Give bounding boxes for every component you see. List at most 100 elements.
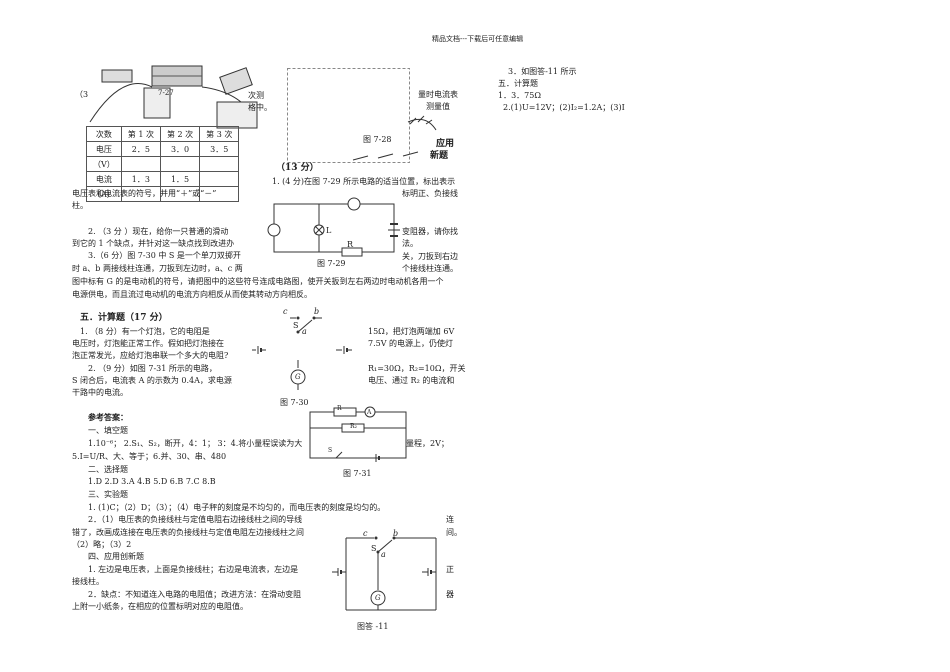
para-l5-tail: 关，刀扳到右边 <box>402 252 458 261</box>
table-cell <box>199 156 240 172</box>
answers-a5: 2．（1）电压表的负接线柱与定值电阻右边接线柱之间的导线 <box>88 515 303 524</box>
q3-prefix: （3 <box>75 90 89 99</box>
para-l5: 3.（6 分）图 7-30 中 S 是一个单刀双掷开 <box>88 251 241 260</box>
calc-1b-tail: 7.5V 的电源上，仍使灯 <box>368 339 454 348</box>
answers-a6: 错了，改画成连接在电压表的负接线柱与定值电阻左边接线柱之间 <box>72 528 304 537</box>
para-l3: 2. （3 分 ）现在，给你一只普通的滑动 <box>88 227 229 236</box>
answers-a9: 接线柱。 <box>72 577 104 586</box>
calc-2a: 2. （9 分）如图 7-31 所示的电路， <box>88 364 217 373</box>
table-cell <box>159 156 201 172</box>
table-row: （V） <box>86 156 240 172</box>
calc-title: 五．计算题（17 分） <box>80 313 168 323</box>
calc-2c: 干路中的电流。 <box>72 388 128 397</box>
para-l8: 电源供电，而且流过电动机的电流方向相反从而使其转动方向相反。 <box>72 290 312 299</box>
fig731-label-R: R <box>337 405 342 412</box>
table-header-cell: 次数 <box>86 126 122 142</box>
figure-7-29-caption: 图 7-29 <box>317 259 346 268</box>
figure-7-27-caption: 7-27 <box>158 89 174 97</box>
ans11-label-S: S <box>371 544 377 553</box>
calc-1c: 泡正常发光，应给灯泡串联一个多大的电阻? <box>72 351 229 360</box>
table-row: 电流 1．3 1．5 <box>86 171 240 187</box>
answers-s1: 一、填空题 <box>88 426 128 435</box>
table-row: 电压 2．5 3．0 3．5 <box>86 141 240 157</box>
answer-figure-11-circuit <box>332 536 437 611</box>
ans11-label-b: b <box>393 529 399 538</box>
para-l4-tail: 法。 <box>402 239 418 248</box>
answers-a11: 上附一小纸条，在相应的位置标明对应的电阻值。 <box>72 602 248 611</box>
ans11-label-c: c <box>363 529 368 538</box>
side-text-1: 量时电流表 <box>418 90 458 99</box>
answers-a10: 2．缺点：不知道连入电路的电阻值；改进方法：在滑动变阻 <box>88 590 302 599</box>
answers-a1-tail: 量程，2V； <box>406 439 449 448</box>
q1-line1-tail: 标明正、负接线 <box>402 189 458 198</box>
score-13: （13 分） <box>276 163 319 173</box>
data-table: 次数 第 1 次 第 2 次 第 3 次 电压 2．5 3．0 3．5 （V） … <box>86 126 240 202</box>
figure-7-30-circuit <box>252 316 352 390</box>
right-r4: 2.(1)U=12V；(2)I₂=1.2A；(3)I <box>503 103 625 112</box>
ans11-label-a: a <box>381 550 386 559</box>
table-header-cell: 第 1 次 <box>120 126 161 142</box>
calc-1b: 电压时，灯泡能正常工作。假如把灯泡接在 <box>72 339 224 348</box>
para-l7: 图中标有 G 的是电动机的符号，请把图中的这些符号连成电路图，使开关扳到左右两边… <box>72 277 444 286</box>
q1-line1: 1. (4 分)在图 7-29 所示电路的适当位置，标出表示 <box>272 177 456 186</box>
table-cell <box>120 156 161 172</box>
ans11-label-G: G <box>375 594 381 602</box>
figure-7-30-caption: 图 7-30 <box>280 398 309 407</box>
answer-figure-11-caption: 图答 -11 <box>357 622 389 631</box>
frag-right-1: 次测 <box>248 91 264 100</box>
answers-a3: 1.D 2.D 3.A 4.B 5.D 6.B 7.C 8.B <box>88 477 216 486</box>
answers-a5-tail: 连 <box>446 515 454 524</box>
table-header-cell: 第 3 次 <box>199 126 240 142</box>
table-row: （A） <box>86 186 240 202</box>
label-R: R <box>347 240 354 249</box>
figure-7-31-caption: 图 7-31 <box>343 469 372 478</box>
para-l6: 时 a、b 两接线柱连通，刀扳到左边时，a、c 两 <box>72 264 243 273</box>
answers-a4: 1. (1)C；（2）D；（3）；（4）电子秤的刻度是不均匀的，而电压表的刻度是… <box>88 503 386 512</box>
side-text-2: 测量值 <box>426 102 450 111</box>
table-cell: 电流 <box>86 171 122 187</box>
fig731-label-S: S <box>328 447 333 454</box>
fig731-label-R2: R₂ <box>350 423 357 430</box>
answers-a8: 1. 左边是电压表，上面是负接线柱；右边是电流表，左边是 <box>88 565 299 574</box>
label-L: L <box>326 226 332 235</box>
calc-1a: 1. （8 分）有一个灯泡，它的电阻是 <box>80 327 210 336</box>
right-r2: 五．计算题 <box>498 79 538 88</box>
table-cell: 2．5 <box>120 141 161 157</box>
fig730-label-c: c <box>283 307 288 316</box>
answers-a8-tail: 正 <box>446 565 454 574</box>
figure-7-28-caption: 图 7-28 <box>363 135 392 144</box>
para-l3-tail: 变阻器，请你找 <box>402 227 458 236</box>
para-l1: 电压表和电流表的符号，并用“＋”或“－” <box>72 189 217 198</box>
answers-a7: （2）略；（3）2 <box>72 540 132 549</box>
table-cell: 3．5 <box>199 141 240 157</box>
calc-2b-tail: 电压、通过 R₂ 的电流和 <box>368 376 455 385</box>
para-l6-tail: 个接线柱连通。 <box>402 264 458 273</box>
answers-a1: 1.10⁻⁶； 2.S₁、S₂，断开，4：1； 3：4.将小量程误读为大 <box>88 439 303 448</box>
answers-a2: 5.I=U/R、大、等于；6.并、30、串、480 <box>72 452 227 461</box>
apply-title-1: 应用 <box>436 139 455 149</box>
meter-sketch <box>352 115 437 161</box>
apply-title-2: 新题 <box>430 151 449 161</box>
table-cell: 3．0 <box>159 141 201 157</box>
calc-2a-tail: R₁=30Ω，R₂=10Ω，开关 <box>368 364 466 373</box>
table-cell: 1．3 <box>120 171 161 187</box>
table-cell: （V） <box>86 156 122 172</box>
figure-7-31-circuit <box>309 406 407 462</box>
table-header-row: 次数 第 1 次 第 2 次 第 3 次 <box>86 126 240 142</box>
table-cell <box>199 186 240 202</box>
right-r1: 3．如图答-11 所示 <box>508 67 577 76</box>
calc-1a-tail: 15Ω，把灯泡两端加 6V <box>368 327 455 336</box>
figure-7-27-apparatus <box>89 65 258 129</box>
answers-s2: 二、选择题 <box>88 465 128 474</box>
figure-7-28-box <box>287 68 410 163</box>
answers-a6-tail: 间。 <box>446 528 462 537</box>
fig730-label-a: a <box>302 327 307 336</box>
para-l4: 到它的 1 个缺点，并针对这一缺点找到改进办 <box>72 239 235 248</box>
answers-title: 参考答案： <box>88 412 128 422</box>
answers-s4: 四、应用创新题 <box>88 552 144 561</box>
fig730-label-S: S <box>293 321 299 330</box>
table-cell <box>199 171 240 187</box>
para-l2: 柱。 <box>72 201 88 210</box>
fig730-label-G: G <box>295 373 301 381</box>
fig730-label-b: b <box>314 307 320 316</box>
